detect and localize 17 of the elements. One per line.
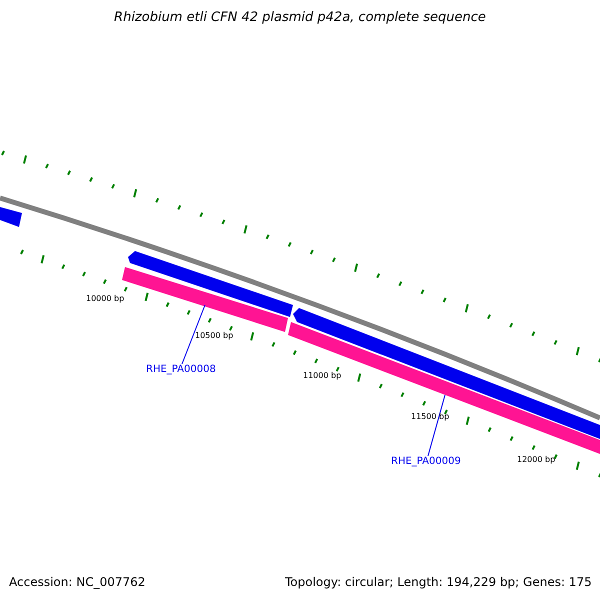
leader-line [182,304,206,364]
scale-label: 10000 bp [86,294,124,303]
gene-label: RHE_PA00009 [391,456,461,467]
scale-label: 11000 bp [303,371,342,380]
scale-label: 10500 bp [195,331,234,340]
gene-bar [122,267,288,332]
map-title: Rhizobium etli CFN 42 plasmid p42a, complete sequence [113,10,487,25]
accession-text: Accession: NC_007762 [9,575,146,589]
gene-bar [288,322,600,454]
leader-line [428,394,446,456]
gene-arrow [128,251,293,317]
scale-label: 12000 bp [517,455,556,464]
summary-text: Topology: circular; Length: 194,229 bp; Genes: 175 [285,575,592,589]
gene-label: RHE_PA00008 [146,364,216,375]
gene-arrow [293,308,600,439]
scale-label: 11500 bp [411,412,450,421]
gene-arrow [0,207,22,227]
